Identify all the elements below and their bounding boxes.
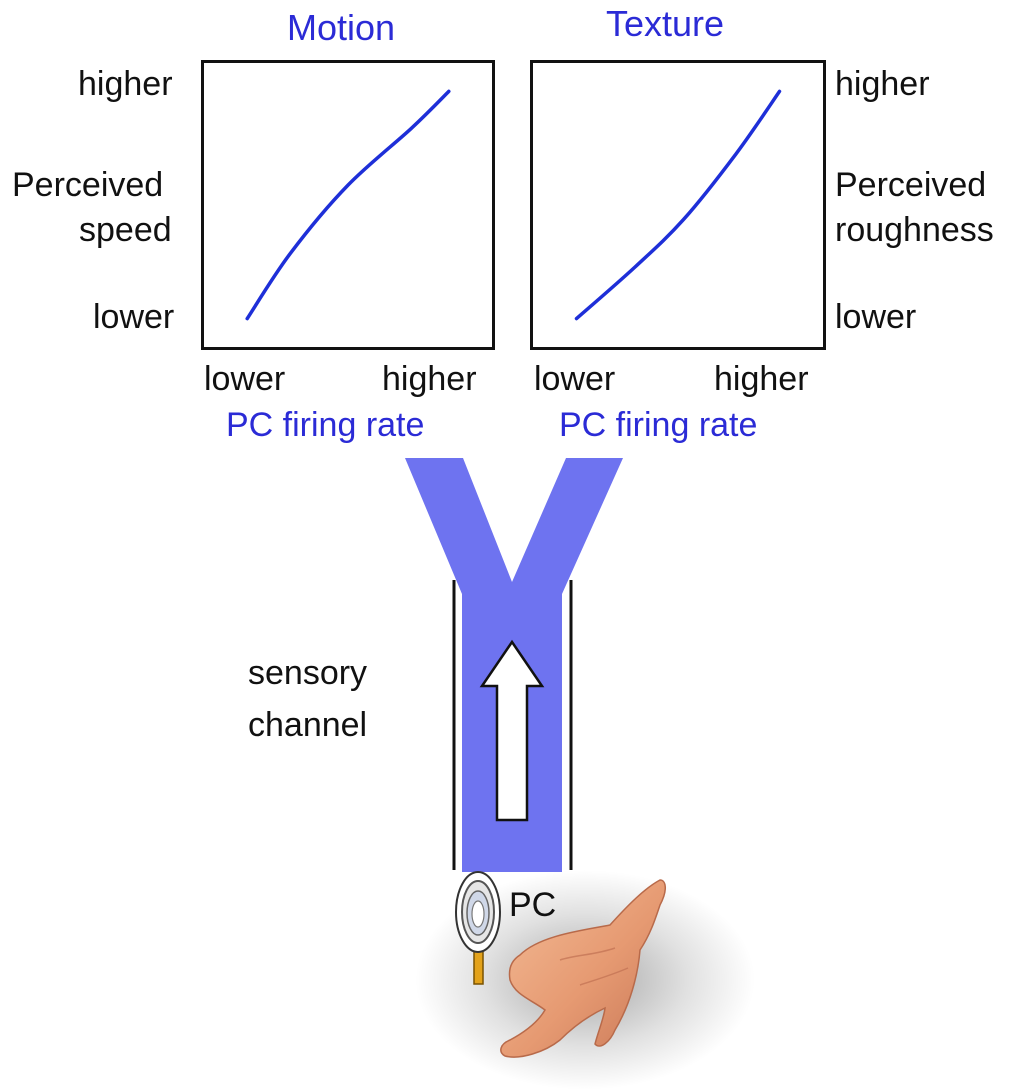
texture-title: Texture [606, 3, 725, 44]
pc-receptor-icon [455, 871, 501, 985]
texture-x-low-label: lower [534, 360, 616, 398]
texture-y-label-line1: Perceived [835, 166, 987, 204]
motion-y-label-line2: speed [79, 211, 172, 249]
motion-y-high-label: higher [78, 65, 173, 103]
texture-y-label-line2: roughness [835, 211, 994, 249]
texture-curve [574, 89, 782, 321]
motion-x-high-label: higher [382, 360, 477, 398]
motion-plot-frame [201, 60, 495, 350]
hand-icon [500, 879, 666, 1058]
pc-receptor-label: PC [509, 886, 557, 924]
motion-curve [245, 89, 451, 321]
up-arrow-icon [479, 639, 545, 822]
motion-x-axis-title: PC firing rate [226, 406, 425, 444]
texture-x-high-label: higher [714, 360, 809, 398]
motion-y-label-line1: Perceived [12, 166, 164, 204]
motion-title: Motion [287, 7, 396, 48]
texture-y-low-label: lower [835, 298, 917, 336]
motion-x-low-label: lower [204, 360, 286, 398]
channel-label-line2: channel [248, 706, 368, 744]
texture-x-axis-title: PC firing rate [559, 406, 758, 444]
channel-label-line1: sensory [248, 654, 368, 692]
texture-plot-frame [530, 60, 826, 350]
motion-y-low-label: lower [93, 298, 175, 336]
texture-y-high-label: higher [835, 65, 930, 103]
